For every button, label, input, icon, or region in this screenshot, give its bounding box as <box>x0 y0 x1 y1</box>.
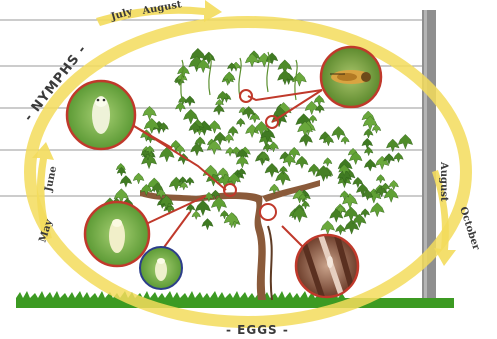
life-cycle-ring <box>30 22 466 322</box>
vine-leaf <box>314 95 325 106</box>
vine-leaf <box>133 173 144 184</box>
vine-leaf <box>323 158 332 167</box>
vine-leaf <box>202 218 213 229</box>
vine-leaf <box>250 113 260 123</box>
vine-leaf <box>364 159 376 171</box>
egg-bark-icon <box>296 235 358 300</box>
nymph-icon <box>67 81 135 149</box>
nymph-icon-3 <box>140 247 182 289</box>
vine-leaf <box>120 175 132 187</box>
vine-leaf <box>185 96 195 106</box>
vine-leaf <box>362 138 373 149</box>
vine-leaf <box>384 188 398 202</box>
label-august-top: August <box>141 0 183 17</box>
vine-leaf <box>191 143 204 156</box>
vine-leaf <box>332 126 345 139</box>
label-july-top: July <box>109 6 135 23</box>
label-eggs: - EGGS - <box>226 323 289 337</box>
vine-leaf <box>224 134 233 143</box>
vine-leaf <box>305 101 318 114</box>
vine-leaf <box>389 180 399 190</box>
vine-leaf <box>296 156 308 168</box>
vine-leaf <box>208 121 221 134</box>
vine-leaf <box>299 133 312 146</box>
vine-leaf <box>292 72 306 86</box>
vine-leaf <box>265 163 279 177</box>
vine-leaf <box>321 221 335 235</box>
vine-leaf <box>214 104 225 115</box>
vine-leaf <box>364 129 373 138</box>
label-october: October <box>457 206 482 253</box>
vine-leaf <box>192 211 201 220</box>
vine-leaf <box>364 147 373 156</box>
vine-leaf <box>370 203 384 217</box>
vine-leaf <box>341 136 349 144</box>
vine-leaf <box>278 70 293 85</box>
vine-leaf <box>186 177 194 185</box>
vine-leaf <box>316 104 325 113</box>
nymph-icon-2 <box>85 202 149 266</box>
vine-leaf <box>394 153 404 163</box>
label-august-right: August <box>438 161 449 202</box>
vine-leaf <box>372 124 381 133</box>
vine-leaf <box>266 53 278 65</box>
vine-leaf <box>236 156 248 168</box>
vine-leaf <box>335 225 345 235</box>
vine-leaf <box>236 118 245 127</box>
adult-insect-icon <box>321 47 381 107</box>
vine-leaf <box>175 102 185 112</box>
vine-leaf <box>258 152 270 164</box>
pointer-lines <box>134 90 322 250</box>
vine-leaf <box>376 175 385 184</box>
vine-leaf <box>398 134 413 149</box>
